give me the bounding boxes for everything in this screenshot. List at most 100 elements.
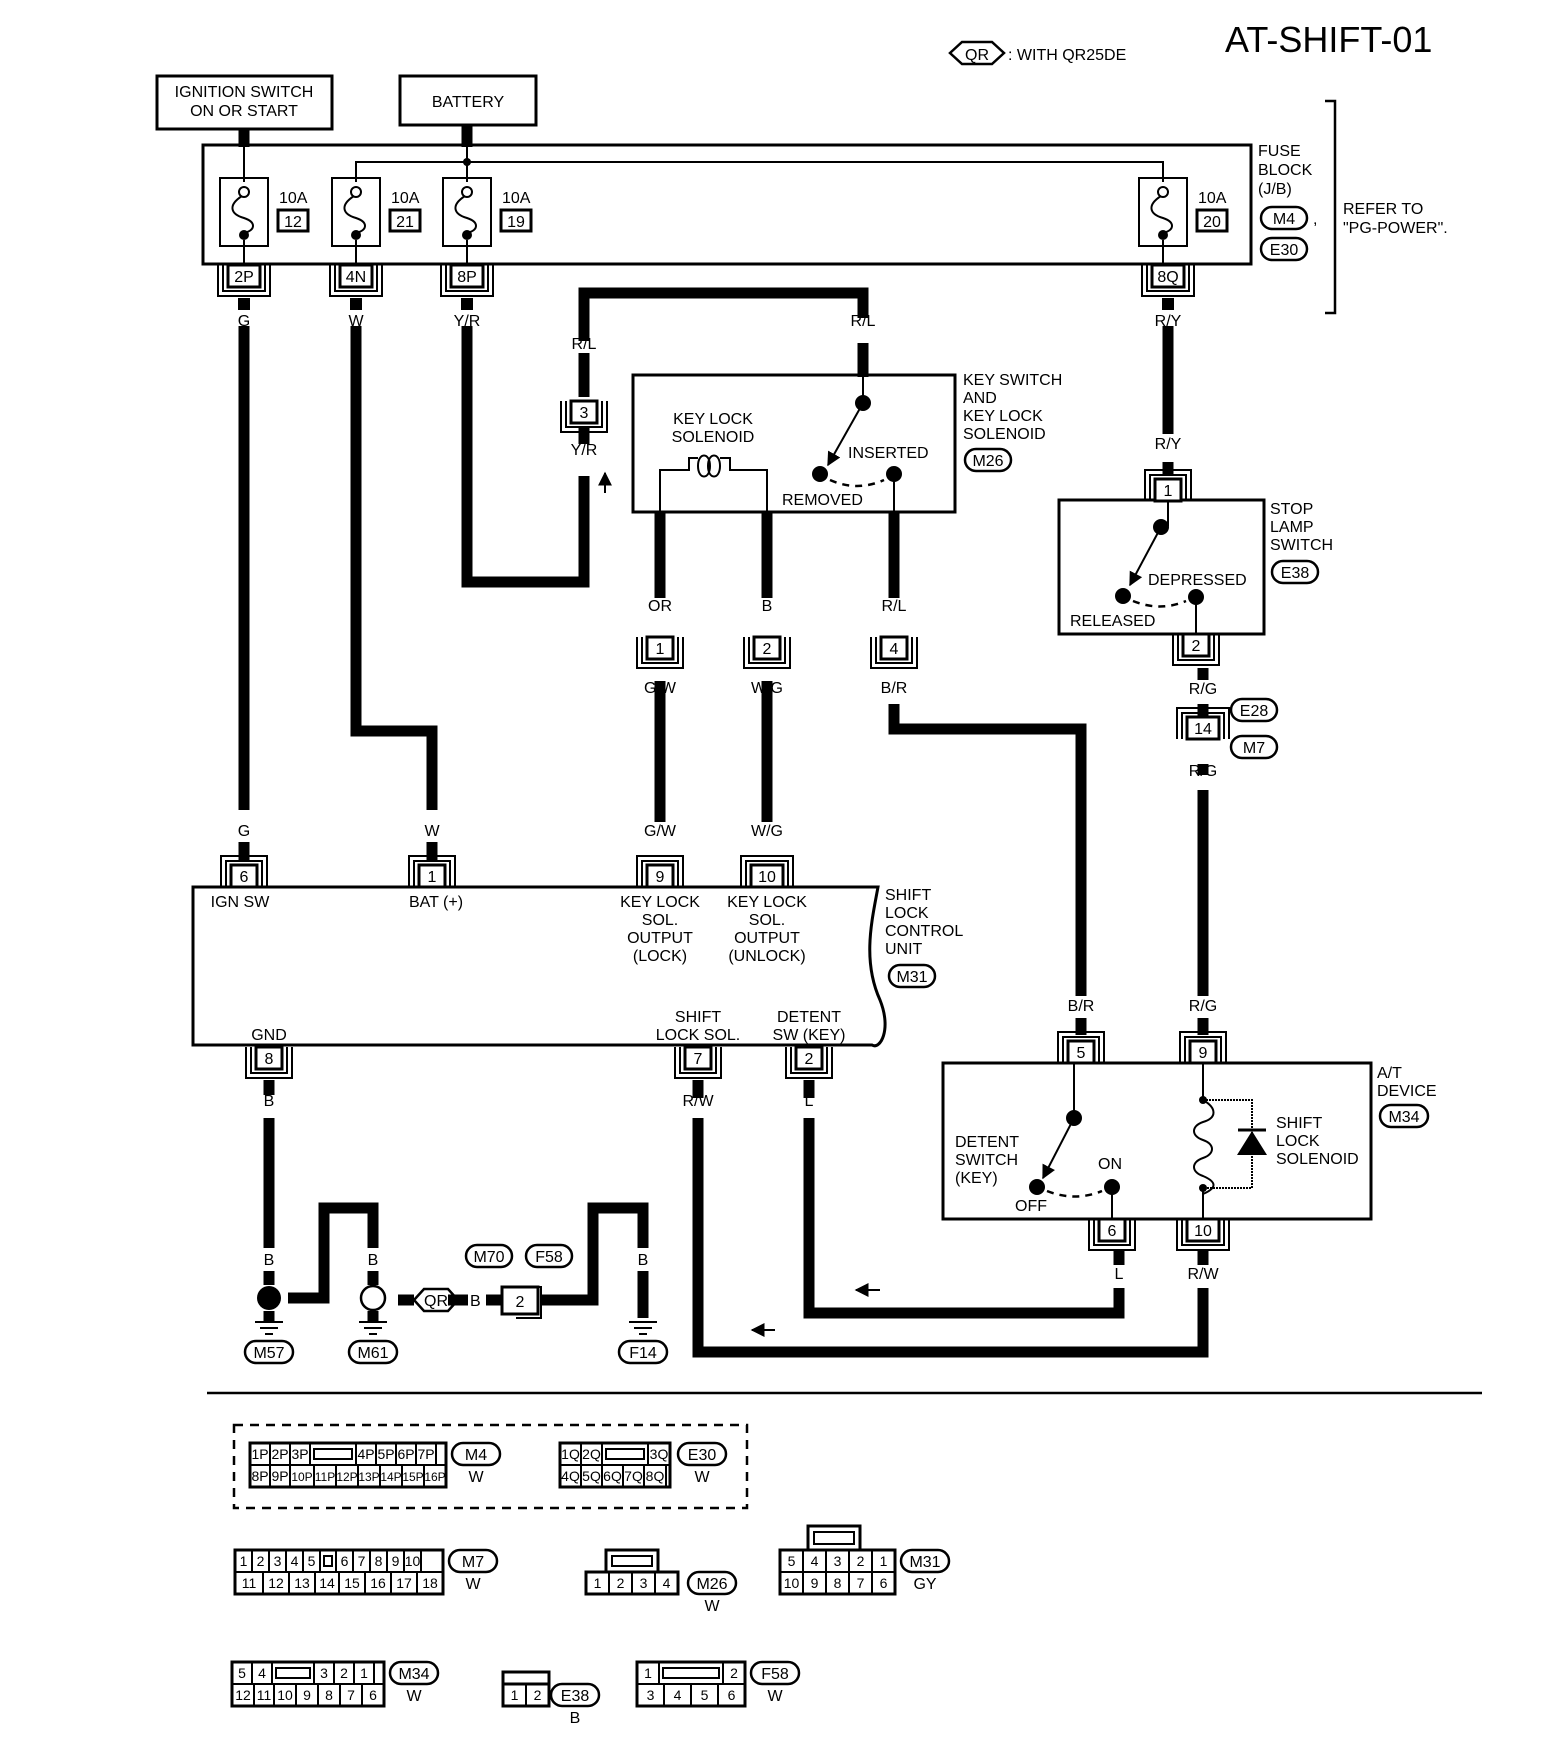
wire-color-label: OR (648, 598, 672, 615)
ground-symbol-icon (629, 1321, 657, 1335)
wire-color-label: B/R (881, 680, 908, 697)
connector-badge-e38: E38 (1270, 559, 1320, 585)
stop-lamp-pin-2: 2 (1172, 632, 1220, 666)
svg-text:3Q: 3Q (650, 1446, 669, 1462)
svg-text:8Q: 8Q (1157, 269, 1178, 286)
control-unit-pin-name: (UNLOCK) (728, 948, 805, 965)
key-lock-solenoid-label-2: SOLENOID (672, 429, 755, 446)
svg-text:4Q: 4Q (561, 1468, 580, 1484)
wire-color-label: L (805, 1093, 814, 1110)
fuse-block-label-1: FUSE (1258, 143, 1301, 160)
shift-lock-solenoid-label-3: SOLENOID (1276, 1151, 1359, 1168)
svg-text:M7: M7 (1243, 740, 1265, 757)
svg-text:1: 1 (594, 1575, 602, 1591)
svg-text:1: 1 (360, 1665, 368, 1681)
svg-text:13P: 13P (358, 1470, 379, 1484)
stop-lamp-label-1: STOP (1270, 501, 1313, 518)
svg-text:10P: 10P (291, 1470, 312, 1484)
svg-text:14: 14 (1194, 721, 1212, 738)
key-switch-pin-1: 1 (636, 635, 684, 669)
svg-text:5: 5 (788, 1553, 796, 1569)
svg-text:2: 2 (730, 1665, 738, 1681)
svg-text:M34: M34 (1388, 1109, 1419, 1126)
connector-color-label: B (570, 1710, 581, 1727)
fuse-number: 12 (284, 214, 302, 231)
svg-text:8: 8 (325, 1687, 333, 1703)
wire-color-label: G (238, 823, 250, 840)
svg-text:7: 7 (347, 1687, 355, 1703)
wire-color-label: R/L (851, 313, 876, 330)
key-switch-label-4: SOLENOID (963, 426, 1046, 443)
wire-color-label: R/Y (1155, 313, 1182, 330)
removed-label: REMOVED (782, 492, 863, 509)
svg-text:M31: M31 (909, 1554, 940, 1571)
ground-point-m57: M57 (243, 1339, 295, 1365)
svg-text:2P: 2P (234, 269, 254, 286)
control-unit-pin-9: 9 (636, 855, 684, 889)
svg-text:12: 12 (235, 1687, 251, 1703)
key-switch-pin-4: 4 (870, 635, 918, 669)
fuse-icon (231, 195, 254, 234)
ground-point-m61: M61 (347, 1339, 399, 1365)
svg-text:M4: M4 (465, 1447, 487, 1464)
svg-text:11: 11 (257, 1687, 272, 1703)
connector-badge-e30-view: E30 (676, 1441, 728, 1467)
svg-text:2P: 2P (271, 1446, 288, 1462)
svg-text:E38: E38 (561, 1688, 590, 1705)
svg-text:6P: 6P (397, 1446, 414, 1462)
ground-symbol-icon (359, 1321, 387, 1335)
fuse-rating: 10A (391, 190, 420, 207)
svg-text:6: 6 (1108, 1223, 1117, 1240)
svg-text:2: 2 (534, 1687, 542, 1703)
svg-text:1P: 1P (251, 1446, 268, 1462)
svg-text:8: 8 (265, 1051, 274, 1068)
svg-text:8P: 8P (457, 269, 477, 286)
svg-text:,: , (1313, 211, 1317, 228)
svg-text:2: 2 (805, 1051, 814, 1068)
control-unit-pin-7: 7 (674, 1045, 722, 1079)
ignition-label-1: IGNITION SWITCH (175, 84, 314, 101)
svg-text:2: 2 (516, 1294, 525, 1311)
svg-text:4: 4 (811, 1553, 819, 1569)
svg-text:14: 14 (319, 1575, 335, 1591)
svg-text:3: 3 (640, 1575, 648, 1591)
control-unit-pin-name: (LOCK) (633, 948, 687, 965)
wire-color-label: R/G (1189, 998, 1217, 1015)
ground-splice-open-icon (359, 1284, 387, 1312)
svg-text:E30: E30 (688, 1447, 717, 1464)
key-switch-label-2: AND (963, 390, 997, 407)
svg-text:E28: E28 (1240, 703, 1269, 720)
shift-lock-solenoid-label-1: SHIFT (1276, 1115, 1322, 1132)
refer-bracket (1325, 99, 1337, 315)
connector-badge-m34-view: M34 (388, 1660, 440, 1686)
qr-legend-text: : WITH QR25DE (1008, 47, 1126, 64)
wire-color-label: R/L (882, 598, 907, 615)
svg-text:5P: 5P (377, 1446, 394, 1462)
control-unit-pin-name: KEY LOCK (727, 894, 807, 911)
svg-text:F58: F58 (535, 1249, 563, 1266)
svg-text:3: 3 (647, 1687, 655, 1703)
wire-color-label: R/Y (1155, 436, 1182, 453)
inserted-label: INSERTED (848, 445, 929, 462)
svg-text:10: 10 (758, 869, 776, 886)
svg-text:M31: M31 (896, 969, 927, 986)
svg-text:M70: M70 (473, 1249, 504, 1266)
svg-text:E30: E30 (1270, 242, 1299, 259)
stop-lamp-label-3: SWITCH (1270, 537, 1333, 554)
fuse-rating: 10A (1198, 190, 1227, 207)
svg-text:7: 7 (358, 1553, 366, 1569)
fuse-icon (343, 195, 366, 234)
svg-text:6: 6 (369, 1687, 377, 1703)
wire-color-label: Y/R (454, 313, 481, 330)
shift-lock-control-unit (191, 885, 887, 1048)
fuse-rating: 10A (279, 190, 308, 207)
ground-splice-solid-icon (257, 1286, 281, 1310)
svg-text:B: B (470, 1293, 481, 1310)
connector-color-label: W (704, 1598, 720, 1615)
